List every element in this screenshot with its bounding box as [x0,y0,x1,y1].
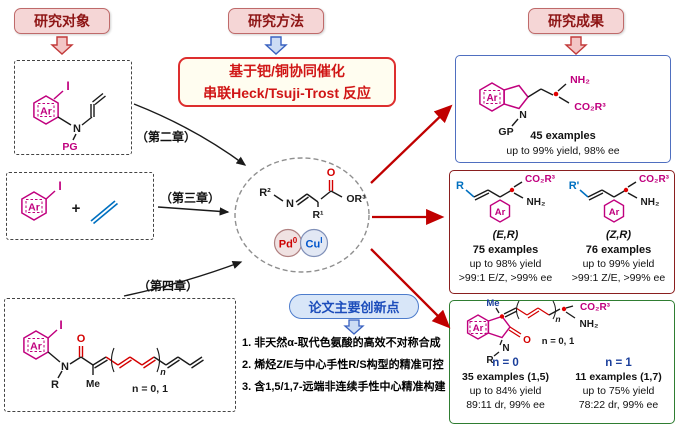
chapter-4-label: （第四章） [138,279,199,293]
chapter-3-label: （第三章） [160,191,221,205]
atom-label-or3: OR³ [346,193,366,205]
header-badge-object: 研究对象 [14,8,110,34]
result3-left-n: n = 0 [492,357,519,369]
cu-symbol: Cu [305,238,321,251]
imine-ester-structure: R² N R¹ O OR³ [259,167,366,221]
result2-left-examples: 75 examples [472,244,539,256]
substrate-box-chapter3 [6,172,154,240]
chapter-2-label: （第二章） [136,130,197,144]
innovations-badge: 论文主要创新点 [289,294,419,319]
result3-right-selectivity: 78:22 dr, 99% ee [578,399,659,411]
method-title-box: 基于钯/铜协同催化 串联Heck/Tsuji-Trost 反应 [178,57,396,107]
innovation-item-1: 1. 非天然α-取代色氨酸的高效不对称合成 [242,337,441,349]
down-arrow-icon [343,319,365,335]
result3-right-examples: 11 examples (1,7) [575,371,662,383]
substrate-box-chapter4 [4,298,236,412]
result2-left-yield: up to 98% yield [469,258,542,270]
substrate-box-chapter2 [14,60,132,155]
arrow-chapter3 [157,206,230,216]
header-badge-achievement: 研究成果 [528,8,624,34]
result3-left-examples: 35 examples (1,5) [462,371,549,383]
result2-right-selectivity: >99:1 Z/E, >99% ee [571,272,666,284]
pd-catalyst-label: Pd0 [274,236,302,251]
innovation-item-2: 2. 烯烃Z/E与中心手性R/S构型的精准可控 [242,359,444,371]
result1-examples: 45 examples [530,130,596,142]
pd-symbol: Pd [278,238,293,251]
central-substrate-ellipse [234,157,370,273]
atom-label-r2: R² [259,187,271,199]
header-badge-method: 研究方法 [228,8,324,34]
result2-right-examples: 76 examples [585,244,652,256]
pd-oxidation-state: 0 [292,236,298,245]
atom-label-nitrogen: N [286,198,294,210]
down-arrow-icon [564,36,588,55]
result3-right-n: n = 1 [605,357,632,369]
atom-label-o: O [327,167,336,179]
cu-catalyst-label: CuI [300,236,328,251]
result2-right-config: (Z,R) [605,229,632,241]
cu-oxidation-state: I [320,236,323,245]
result2-left-selectivity: >99:1 E/Z, >99% ee [458,272,553,284]
innovation-item-3: 3. 含1,5/1,7-远端非连续手性中心精准构建 [242,381,446,393]
down-arrow-icon [50,36,74,55]
result3-left-selectivity: 89:11 dr, 99% ee [466,399,545,411]
down-arrow-icon [264,36,288,55]
result2-right-yield: up to 99% yield [582,258,655,270]
result3-left-yield: up to 84% yield [469,385,542,397]
result1-detail: up to 99% yield, 98% ee [506,145,620,157]
method-line-1: 基于钯/铜协同催化 [229,62,345,79]
atom-label-r1: R¹ [312,209,324,221]
result2-left-config: (E,R) [492,229,519,241]
arrow-to-result1 [370,104,453,184]
method-line-2: 串联Heck/Tsuji-Trost 反应 [203,85,371,101]
result3-right-yield: up to 75% yield [582,385,655,397]
